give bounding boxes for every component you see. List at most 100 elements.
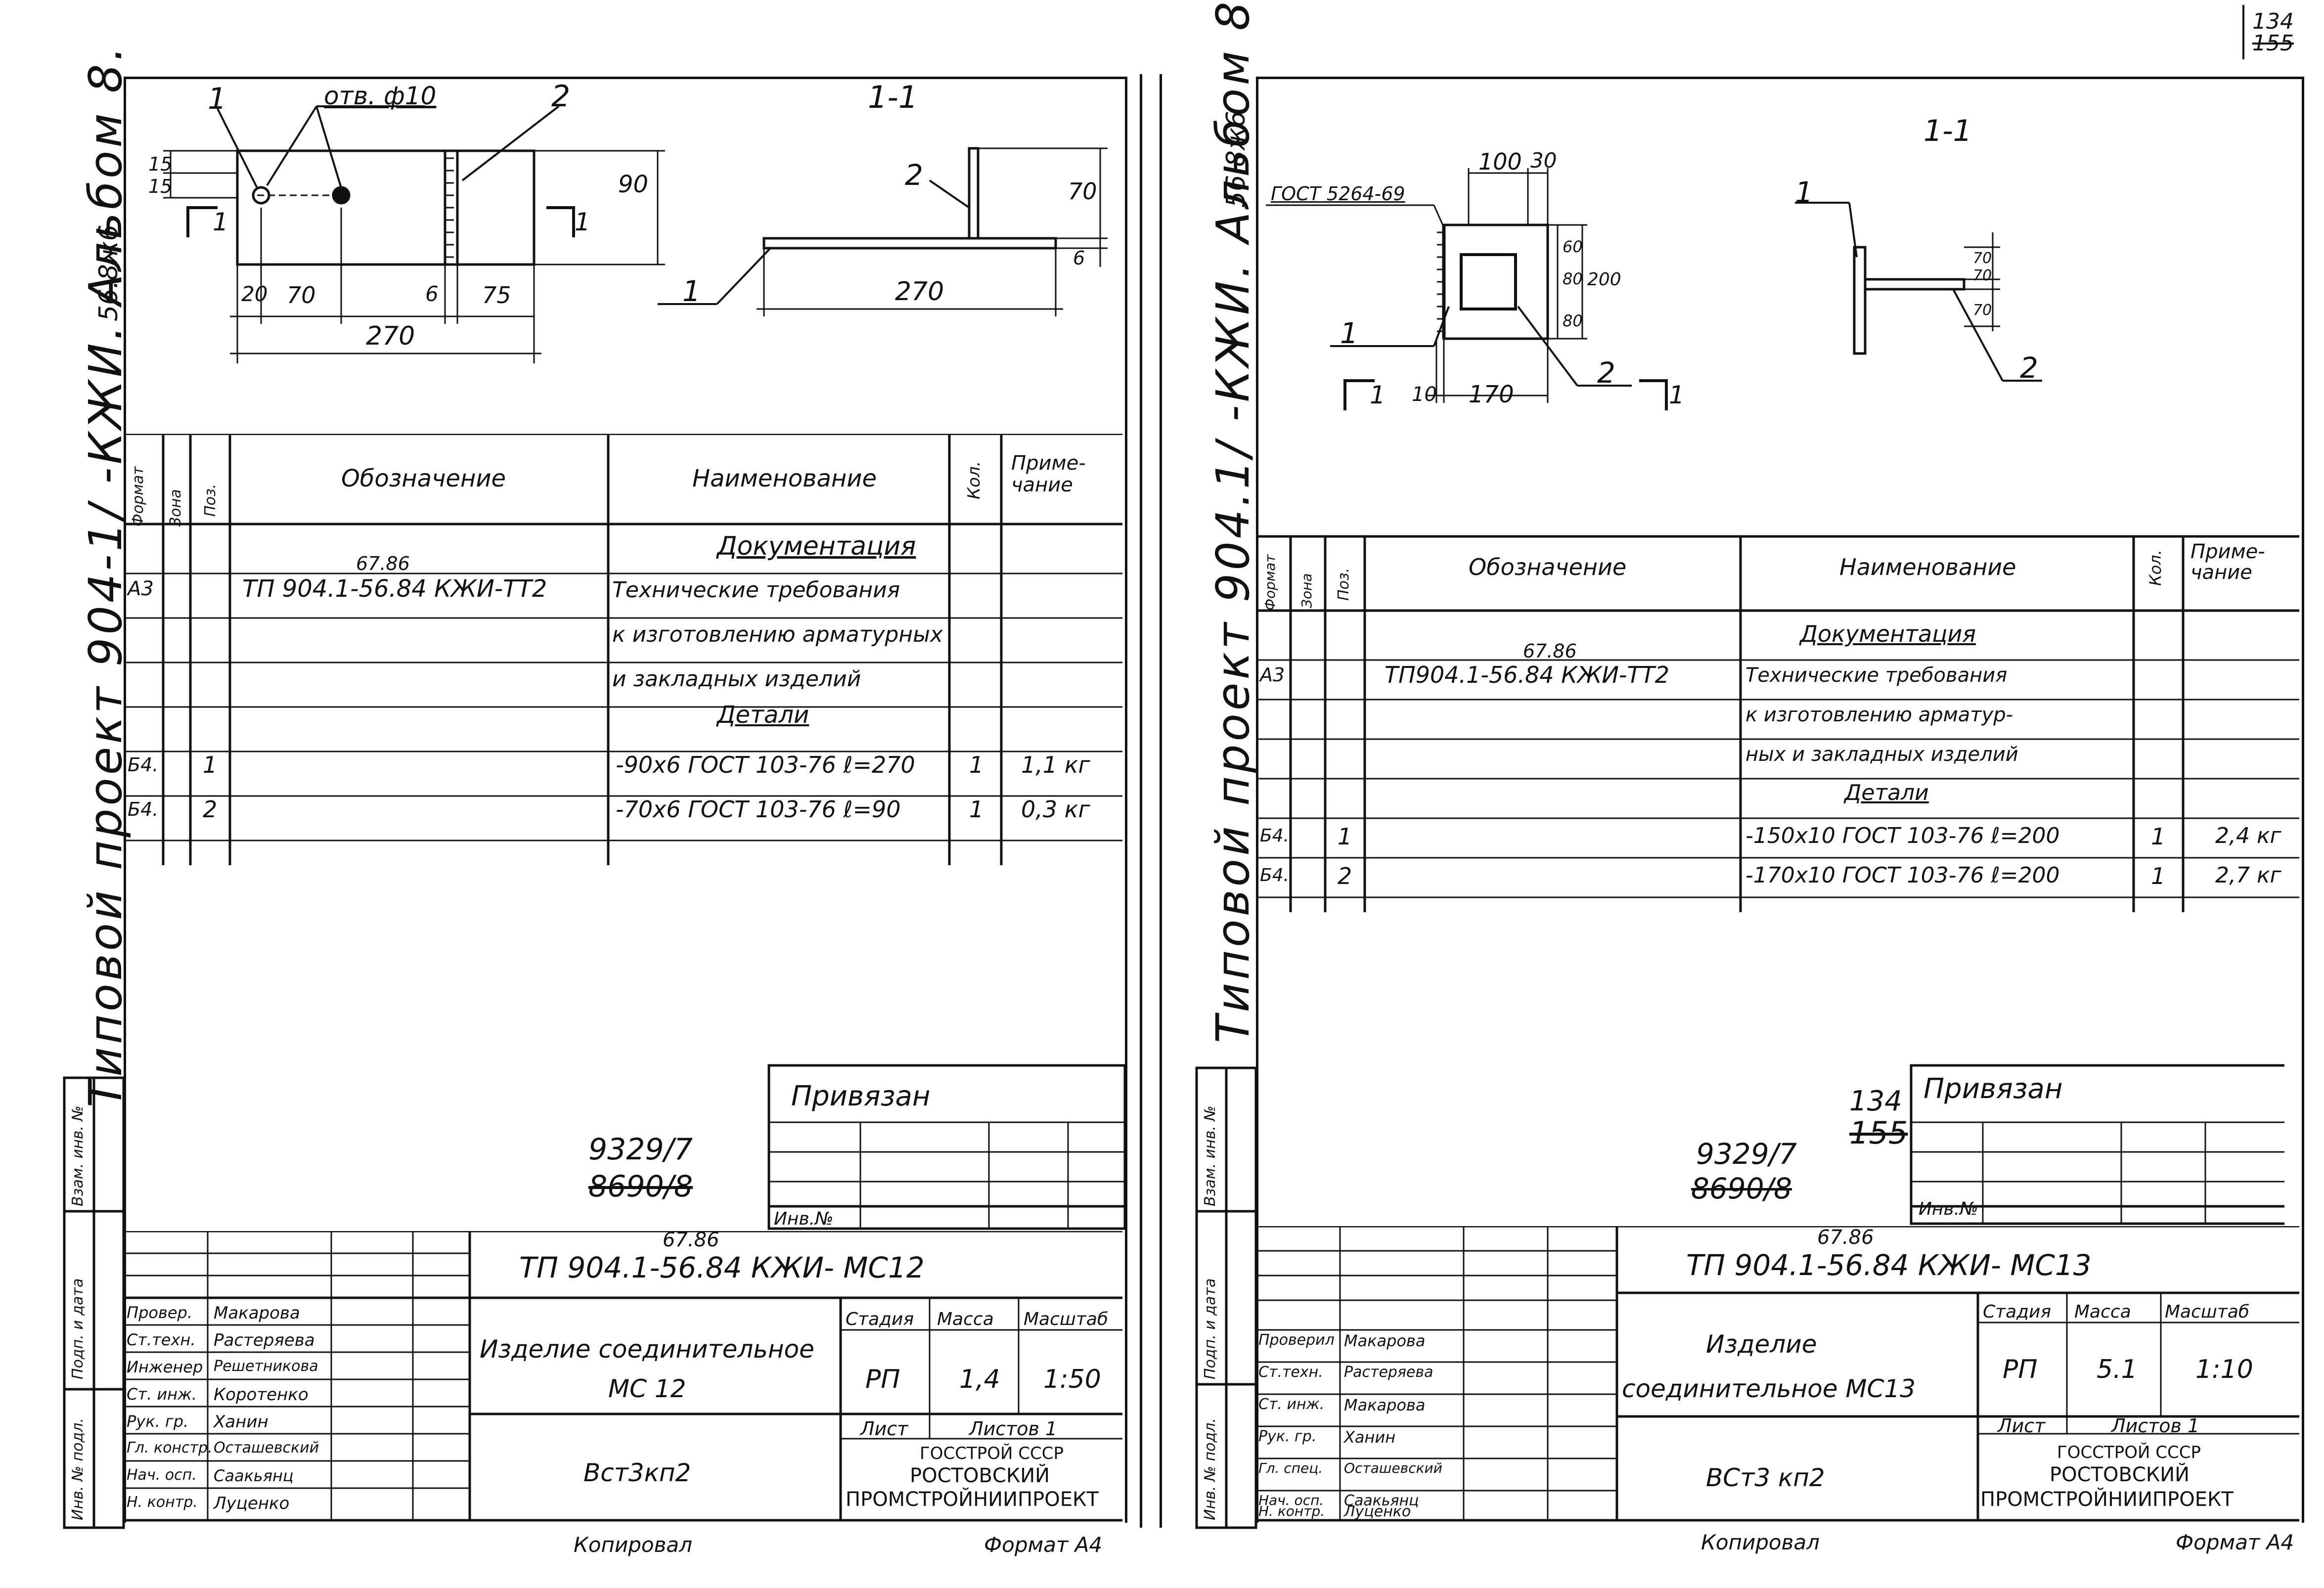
left-inv-no: Инв.№ [774, 1209, 834, 1229]
right-row5-name: -150х10 ГОСТ 103-76 ℓ=200 [1745, 823, 2060, 848]
left-mass-h: Масса [937, 1309, 994, 1329]
left-row6-qty: 1 [969, 796, 984, 823]
right-org1: ГОССТРОЙ СССР [2057, 1443, 2201, 1462]
right-spec-h-zone: Зона [1298, 573, 1315, 608]
right-sheet-new: 134 [1849, 1085, 1902, 1117]
left-signer-role-5: Гл. констр. [127, 1439, 213, 1456]
left-sheets-h: Листов 1 [969, 1418, 1058, 1440]
left-signer-name-1: Растеряева [214, 1330, 315, 1350]
left-signer-role-7: Н. контр. [127, 1494, 198, 1511]
right-signer-role-4: Гл. спец. [1258, 1460, 1323, 1476]
left-frame [124, 77, 1127, 1523]
left-signer-role-3: Ст. инж. [127, 1385, 197, 1404]
right-privyazan-block [1910, 1064, 2284, 1225]
right-callout-1: 1 [1340, 316, 1358, 350]
left-side-stamp [63, 1076, 125, 1529]
right-row5-pos: 1 [1338, 823, 1352, 850]
right-mass: 5.1 [2097, 1355, 2138, 1384]
left-row1-fmt: А3 [128, 577, 154, 600]
left-org1: ГОССТРОЙ СССР [920, 1444, 1064, 1463]
right-row0-name: Документация [1800, 620, 1976, 647]
right-section-callout-1: 1 [1795, 176, 1813, 209]
right-code-correction: 67.86 [1817, 1226, 1874, 1249]
left-signer-name-6: Саакьянц [214, 1466, 294, 1485]
left-section-title: 1-1 [868, 79, 918, 115]
left-dim-70: 70 [287, 282, 316, 309]
right-item-code: соединительное МС13 [1622, 1374, 1916, 1403]
right-inv-no: Инв.№ [1919, 1199, 1978, 1219]
right-stage: РП [2003, 1355, 2038, 1384]
left-signer-role-0: Провер. [127, 1303, 192, 1322]
left-section-callout-2: 2 [905, 158, 923, 192]
right-scale-h: Масштаб [2165, 1302, 2250, 1322]
left-section-dim-70: 70 [1068, 178, 1097, 205]
left-dim-15a: 15 [148, 153, 173, 175]
right-row6-name: -170х10 ГОСТ 103-76 ℓ=200 [1745, 863, 2060, 888]
right-spec-h-format: Формат [1262, 554, 1278, 611]
right-spec-h-name: Наименование [1839, 554, 2016, 580]
right-row5-fmt: Б4. [1260, 826, 1290, 846]
left-spec-h-desig: Обозначение [341, 465, 506, 492]
left-footer-right: Формат А4 [984, 1533, 1103, 1557]
left-row5-name: -90х6 ГОСТ 103-76 ℓ=270 [616, 751, 915, 778]
left-scale-h: Масштаб [1024, 1309, 1109, 1329]
left-privyazan-block [767, 1064, 1126, 1230]
right-sheet-old: 155 [1849, 1115, 1908, 1151]
left-row1-desig: ТП 904.1-56.84 КЖИ-ТТ2 [242, 575, 547, 603]
left-dim-15b: 15 [148, 176, 173, 197]
right-spec-h-desig: Обозначение [1469, 554, 1627, 580]
right-sheet-h: Лист [1998, 1415, 2046, 1437]
left-scale: 1:50 [1043, 1365, 1101, 1394]
left-row0-name: Документация [717, 531, 916, 561]
right-signer-role-3: Рук. гр. [1258, 1428, 1317, 1445]
page-number-bracket [2242, 5, 2244, 59]
right-cut-mark-r: 1 [1669, 381, 1685, 409]
right-signer-role-5: Нач. осп. [1258, 1492, 1324, 1508]
right-org2: РОСТОВСКИЙ [2050, 1463, 2190, 1486]
left-row6-name: -70х6 ГОСТ 103-76 ℓ=90 [616, 796, 901, 823]
right-material: ВСт3 кп2 [1706, 1463, 1825, 1492]
left-signer-name-5: Осташевский [214, 1439, 319, 1456]
right-dim-170: 170 [1469, 381, 1514, 408]
left-dim-90: 90 [618, 171, 649, 198]
page-number-bottom: 155 [2252, 31, 2294, 56]
right-dim-10: 10 [1412, 383, 1437, 406]
right-desig-correction: 67.86 [1523, 640, 1577, 662]
right-signer-name-5: Саакьянц [1344, 1492, 1419, 1509]
left-spec-h-pos: Поз. [202, 484, 219, 517]
right-section-dim-70b: 70 [1973, 267, 1992, 284]
left-title-block [124, 1231, 1122, 1522]
left-spec-h-note: Приме-чание [1011, 452, 1086, 496]
left-spec-h-format: Формат [130, 466, 147, 527]
right-signer-role-1: Ст.техн. [1258, 1364, 1323, 1381]
right-section-dim-70c: 70 [1973, 302, 1992, 319]
right-signer-role-6: Н. контр. [1258, 1503, 1325, 1519]
right-dim-100: 100 [1478, 148, 1522, 175]
right-row6-fmt: Б4. [1260, 865, 1290, 885]
left-side-label-0: Взам. инв. № [69, 1105, 87, 1206]
left-row3-name: и закладных изделий [612, 666, 861, 692]
center-divider-2 [1160, 74, 1162, 1528]
right-title-block [1256, 1226, 2299, 1522]
left-doc-number-new: 9329/7 [588, 1132, 693, 1167]
right-row6-note: 2,7 кг [2215, 863, 2281, 888]
left-privyazan: Привязан [791, 1080, 931, 1112]
left-section-dim-270: 270 [895, 277, 944, 307]
left-callout-1: 1 [208, 82, 227, 116]
left-spec-h-name: Наименование [692, 465, 877, 492]
left-signer-role-1: Ст.техн. [127, 1330, 196, 1349]
right-row1-name: Технические требования [1745, 664, 2008, 687]
right-dim-30: 30 [1530, 148, 1557, 173]
right-spec-h-qty: Кол. [2146, 550, 2165, 586]
right-footer-right: Формат А4 [2176, 1530, 2294, 1554]
left-spec-grid [124, 435, 1122, 865]
left-row5-pos: 1 [203, 751, 218, 778]
right-dim-80a: 80 [1563, 269, 1583, 288]
right-dim-80b: 80 [1563, 311, 1583, 330]
right-gost-label: ГОСТ 5264-69 [1271, 183, 1405, 205]
right-signer-name-4: Осташевский [1344, 1460, 1442, 1476]
right-drawing [1256, 168, 2299, 538]
left-org2: РОСТОВСКИЙ [910, 1464, 1050, 1487]
right-signer-name-0: Макарова [1344, 1331, 1426, 1350]
left-signer-name-0: Макарова [214, 1303, 300, 1323]
